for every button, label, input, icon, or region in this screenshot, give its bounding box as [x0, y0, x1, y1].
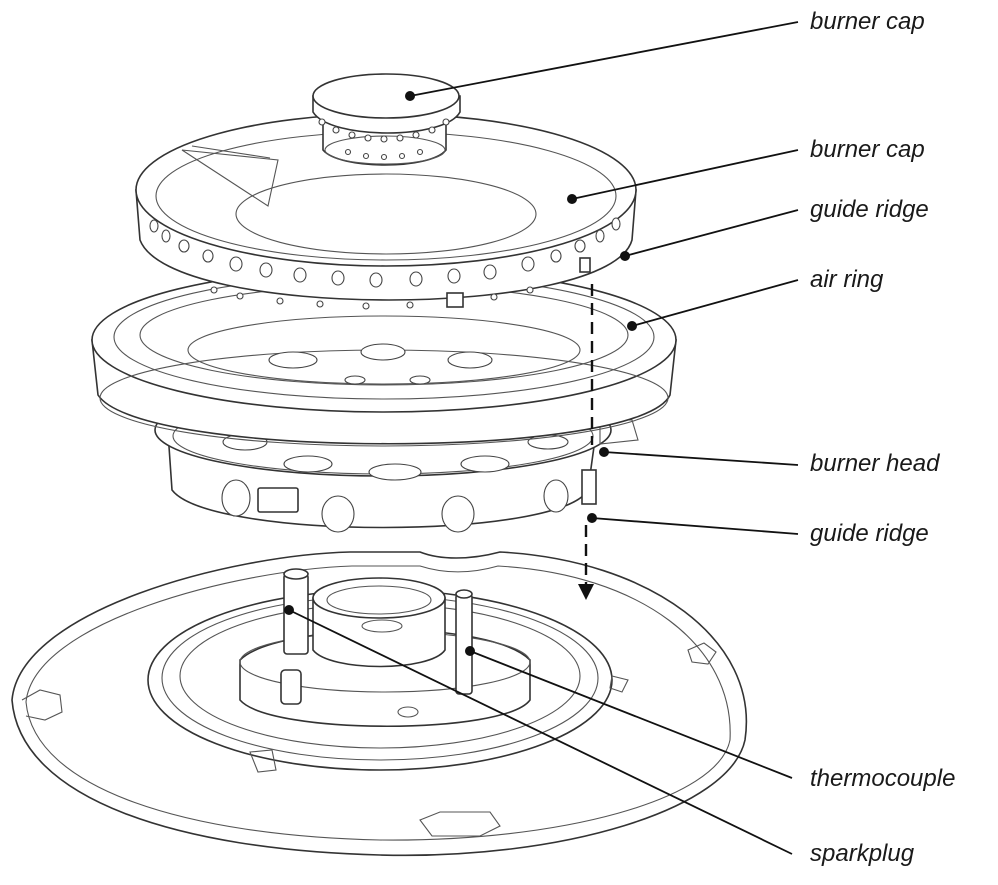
label-guide-ridge-bottom: guide ridge [810, 520, 929, 547]
leader-thermocouple [469, 650, 793, 779]
label-thermocouple: thermocouple [810, 765, 956, 792]
label-guide-ridge-top: guide ridge [810, 196, 929, 223]
burner-cap-ports [149, 217, 621, 310]
leader-air-ring [631, 279, 799, 327]
label-burner-head: burner head [810, 450, 940, 477]
burner-cap-large [135, 113, 637, 310]
burner-head-ports [221, 433, 569, 533]
air-ring-holes [268, 343, 493, 385]
label-air-ring: air ring [810, 266, 884, 293]
leader-sparkplug [288, 609, 793, 855]
leader-lines [284, 21, 799, 855]
leader-burner-head [603, 451, 799, 466]
guide-alignment-line [578, 284, 594, 600]
burner-cap-small [312, 73, 461, 166]
leader-guide-ridge-bottom [591, 517, 799, 535]
leader-burner-cap-large [571, 149, 799, 200]
small-cap-ports [318, 118, 450, 161]
label-sparkplug: sparkplug [810, 840, 915, 867]
label-burner-cap-small: burner cap [810, 8, 925, 35]
leader-guide-ridge-top [624, 209, 799, 257]
base-plate [11, 551, 748, 857]
label-burner-cap-large: burner cap [810, 136, 925, 163]
leader-burner-cap-small [409, 21, 799, 97]
